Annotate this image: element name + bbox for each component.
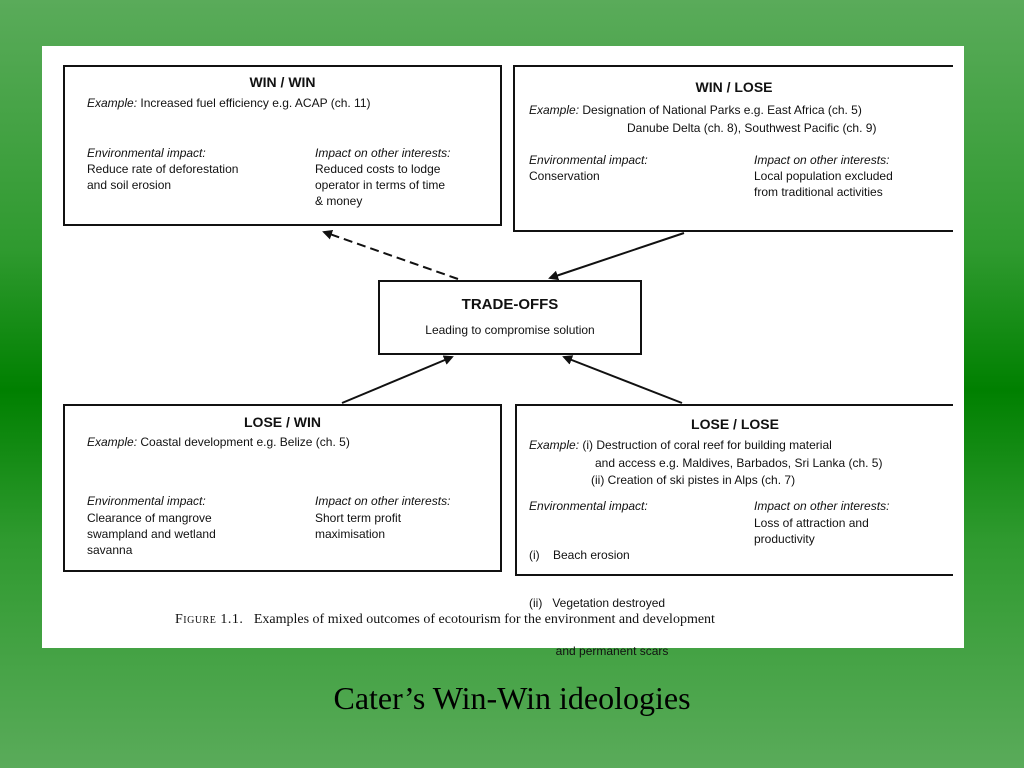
box-title: WIN / WIN [249, 74, 316, 90]
other-impact-text: Reduced costs to lodge operator in terms… [315, 162, 446, 208]
box-trade-offs: TRADE-OFFS Leading to compromise solutio… [378, 280, 642, 355]
arrow-from-lose-win [341, 355, 454, 404]
example-line-3: (ii) Creation of ski pistes in Alps (ch.… [591, 473, 796, 487]
env-impact-text: Clearance of mangrove swampland and wetl… [87, 511, 216, 557]
figure-label: Figure 1.1. [175, 612, 244, 627]
arrow-from-win-lose [548, 232, 685, 281]
example-text: Designation of National Parks e.g. East … [582, 103, 862, 117]
example-line-2: Danube Delta (ch. 8), Southwest Pacific … [627, 121, 877, 135]
arrow-to-win-win [322, 229, 459, 280]
example-label: Example: [87, 435, 138, 449]
other-impact-heading: Impact on other interests: [754, 153, 890, 167]
example-text: Increased fuel efficiency e.g. ACAP (ch.… [140, 96, 371, 110]
env-impact-heading: Environmental impact: [87, 146, 206, 160]
box-win-lose: WIN / LOSE Example: Designation of Natio… [513, 65, 953, 232]
box-title: LOSE / LOSE [691, 416, 779, 432]
box-lose-win: LOSE / WIN Example: Coastal development … [63, 404, 502, 572]
env-impact-text: (i) Beach erosion (ii) Vegetation destro… [529, 548, 669, 658]
box-title: WIN / LOSE [695, 79, 773, 95]
example-line: Example: Coastal development e.g. Belize… [87, 434, 350, 450]
env-impact-text: Reduce rate of deforestation and soil er… [87, 162, 239, 192]
example-label: Example: [87, 96, 138, 110]
box-title: LOSE / WIN [244, 414, 321, 430]
other-impact-heading: Impact on other interests: [315, 494, 451, 508]
env-impact-heading: Environmental impact: [529, 153, 648, 167]
box-win-win: WIN / WIN Example: Increased fuel effici… [63, 65, 502, 226]
env-impact-text: Conservation [529, 169, 600, 183]
trade-offs-title: TRADE-OFFS [461, 296, 559, 313]
trade-offs-subtitle: Leading to compromise solution [425, 323, 595, 337]
box-lose-lose: LOSE / LOSE Example: (i) Destruction of … [515, 404, 953, 658]
other-impact-text: Local population excluded from tradition… [754, 169, 893, 199]
example-label: Example: [529, 438, 580, 452]
env-impact-heading: Environmental impact: [87, 494, 206, 508]
other-impact-text: Short term profit maximisation [315, 511, 402, 541]
env-impact-heading: Environmental impact: [529, 499, 648, 513]
other-impact-heading: Impact on other interests: [315, 146, 451, 160]
example-text: Coastal development e.g. Belize (ch. 5) [140, 435, 350, 449]
example-line: Example: Designation of National Parks e… [529, 102, 862, 118]
arrows-layer [322, 229, 685, 404]
example-line-2: and access e.g. Maldives, Barbados, Sri … [595, 456, 883, 470]
example-line: Example: (i) Destruction of coral reef f… [529, 437, 832, 453]
figure-caption-text: Examples of mixed outcomes of ecotourism… [253, 612, 715, 627]
arrow-from-lose-lose [562, 355, 683, 404]
other-impact-heading: Impact on other interests: [754, 499, 890, 513]
slide-title: Cater’s Win-Win ideologies [333, 680, 691, 716]
example-label: Example: [529, 103, 580, 117]
example-line: Example: Increased fuel efficiency e.g. … [87, 95, 371, 111]
other-impact-text: Loss of attraction and productivity [754, 516, 869, 546]
figure-caption: Figure 1.1. Examples of mixed outcomes o… [175, 612, 715, 628]
diagram-figure: WIN / WIN Example: Increased fuel effici… [42, 46, 964, 658]
example-text: (i) Destruction of coral reef for buildi… [582, 438, 832, 452]
